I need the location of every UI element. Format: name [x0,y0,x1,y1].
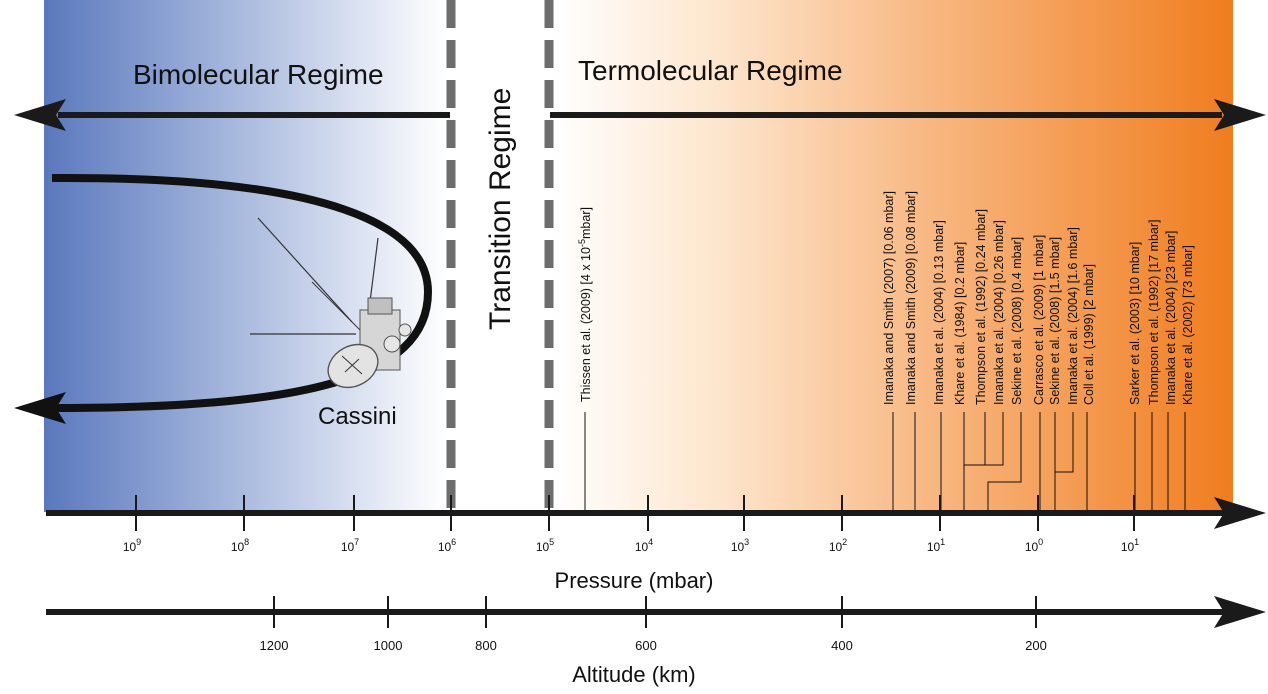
termolecular-region [551,0,1233,512]
altitude-tick-label: 400 [831,638,853,653]
reference-leader-line [964,412,1004,466]
altitude-tick-label: 1000 [374,638,403,653]
reference-label: Imanaka and Smith (2007) [0.06 mbar] [882,191,896,405]
reference-label: Khare et al. (1984) [0.2 mbar] [953,242,967,405]
pressure-axis: 109 108 107 106 105 104 103 102 101 100 101 [46,495,1266,554]
transition-regime-title: Transition Regime [484,88,517,330]
termolecular-regime-title: Termolecular Regime [578,55,843,86]
reference-label: Sekine et al. (2008) [1.5 mbar] [1048,237,1062,405]
bimolecular-arrow [14,99,450,131]
pressure-tick-label: 101 [927,537,945,554]
pressure-tick-label: 108 [231,537,249,554]
altitude-tick-label: 800 [475,638,497,653]
reference-label: Coll et al. (1999) [2 mbar] [1082,264,1096,405]
arrowhead-left-icon [14,99,66,131]
reference-label: Thompson et al. (1992) [17 mbar] [1147,219,1161,405]
pressure-tick-label: 103 [731,537,749,554]
bimolecular-region [44,0,446,512]
pressure-tick-label: 101 [1121,537,1139,554]
reference-label: Imanaka et al. (2004) [0.13 mbar] [932,220,946,405]
reference-label: Imanaka et al. (2004) [23 mbar] [1164,231,1178,405]
altitude-arrowhead-icon [1214,596,1266,628]
pressure-arrowhead-icon [1214,497,1266,529]
altitude-axis-label: Altitude (km) [572,662,695,687]
altitude-tick-label: 1200 [260,638,289,653]
termolecular-arrow [550,99,1266,131]
pressure-tick-label: 109 [123,537,141,554]
pressure-tick-label: 104 [635,537,653,554]
bimolecular-regime-title: Bimolecular Regime [133,59,384,90]
pressure-tick-label: 106 [438,537,456,554]
reference-label: Imanaka et al. (2004) [1.6 mbar] [1066,227,1080,405]
reference-label: Imanaka and Smith (2009) [0.08 mbar] [904,191,918,405]
arrowhead-right-icon [1214,99,1266,131]
cassini-spacecraft-icon [250,217,412,389]
pressure-axis-label: Pressure (mbar) [555,568,714,593]
reference-labels: Thissen et al. (2009) [4 x 10-5mbar] Iman… [577,191,1195,405]
reference-leader-lines [584,412,1186,510]
cassini-orbit [14,173,433,424]
reference-leader-line [987,412,1022,510]
reference-label: Khare et al. (2002) [73 mbar] [1181,245,1195,405]
reference-label: Carrasco et al. (2009) [1 mbar] [1032,235,1046,405]
orbit-arrowhead-icon [14,392,66,424]
altitude-tick-label: 200 [1025,638,1047,653]
reference-label: Sarker et al. (2003) [10 mbar] [1128,242,1142,405]
pressure-tick-label: 100 [1025,537,1043,554]
pressure-tick-label: 105 [536,537,554,554]
altitude-axis: 1200 1000 800 600 400 200 [46,596,1266,653]
reference-label: Sekine et al. (2008) [0.4 mbar] [1010,237,1024,405]
cassini-label: Cassini [318,403,397,430]
altitude-tick-label: 600 [635,638,657,653]
reference-label: Imanaka et al. (2004) [0.26 mbar] [992,220,1006,405]
reference-label: Thissen et al. (2009) [4 x 10-5mbar] [577,207,593,402]
pressure-tick-label: 107 [341,537,359,554]
reference-leader-line [1055,412,1074,473]
reference-label: Thompson et al. (1992) [0.24 mbar] [974,209,988,405]
pressure-tick-label: 102 [829,537,847,554]
